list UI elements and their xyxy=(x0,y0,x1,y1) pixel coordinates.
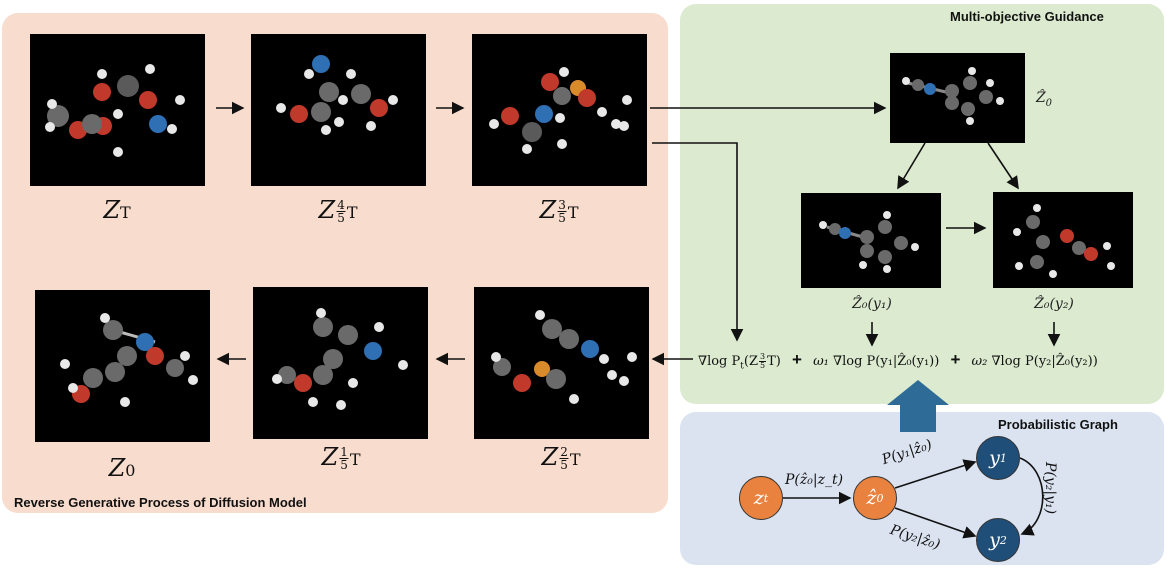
molecule-image-z0hat xyxy=(890,53,1025,143)
label-z0hat: Ẑ0 xyxy=(1035,90,1053,109)
edge-label-zt-z0: P(ẑ₀|z_t) xyxy=(785,472,844,488)
molecule-image-z0 xyxy=(35,290,210,442)
molecule-image-z0hat-y2 xyxy=(993,192,1133,288)
molecule-z0hat-render xyxy=(902,67,1004,125)
molecule-zT-render xyxy=(45,64,185,157)
equation-term3: ∇log P(y₂|Ẑ₀(y₂)) xyxy=(991,354,1098,369)
equation-term2: ∇log P(y₁|Ẑ₀(y₁)) xyxy=(833,354,940,369)
edge-z0-y1 xyxy=(894,459,977,489)
arrow-z0hat-to-y2 xyxy=(987,142,1019,190)
molecule-image-z3 xyxy=(472,34,647,186)
molecule-image-z0hat-y1 xyxy=(801,193,941,288)
edge-label-y1-y2: P(y₂|y₁) xyxy=(1042,462,1058,515)
equation-weight-2: ω₂ xyxy=(971,354,988,369)
graph-title: Probabilistic Graph xyxy=(998,417,1118,432)
arrow-z3-to-equation xyxy=(652,142,744,342)
molecule-image-zT xyxy=(30,34,205,186)
equation-weight-1: ω₁ xyxy=(813,354,829,369)
molecule-image-z2 xyxy=(474,287,649,439)
label-zT: ZT xyxy=(103,196,131,224)
molecule-z0hat-y2-render xyxy=(1013,204,1115,278)
guidance-title: Multi-objective Guidance xyxy=(950,9,1104,24)
molecule-image-z4 xyxy=(251,34,426,186)
molecule-image-z1 xyxy=(253,287,428,439)
molecule-z4-render xyxy=(276,55,398,135)
big-up-arrow xyxy=(887,380,949,432)
equation-plus-2: + xyxy=(950,350,961,369)
molecule-z3-render xyxy=(489,67,632,154)
edge-z0-y2 xyxy=(894,507,977,539)
edge-y1-y2 xyxy=(1019,457,1044,536)
label-z0hat-y2: Ẑ₀(y₂) xyxy=(1034,296,1074,312)
label-z0: Z0 xyxy=(108,454,136,482)
molecule-z0hat-y1-render xyxy=(819,211,919,273)
arrow-z0hat-to-y1 xyxy=(897,142,926,190)
molecule-z2-render xyxy=(491,310,637,404)
equation-plus-1: + xyxy=(791,350,802,369)
label-z0hat-y1: Ẑ₀(y₁) xyxy=(852,296,892,312)
molecule-z1-render xyxy=(272,308,408,410)
molecule-z0-render xyxy=(60,313,198,407)
reverse-process-title: Reverse Generative Process of Diffusion … xyxy=(14,495,307,510)
